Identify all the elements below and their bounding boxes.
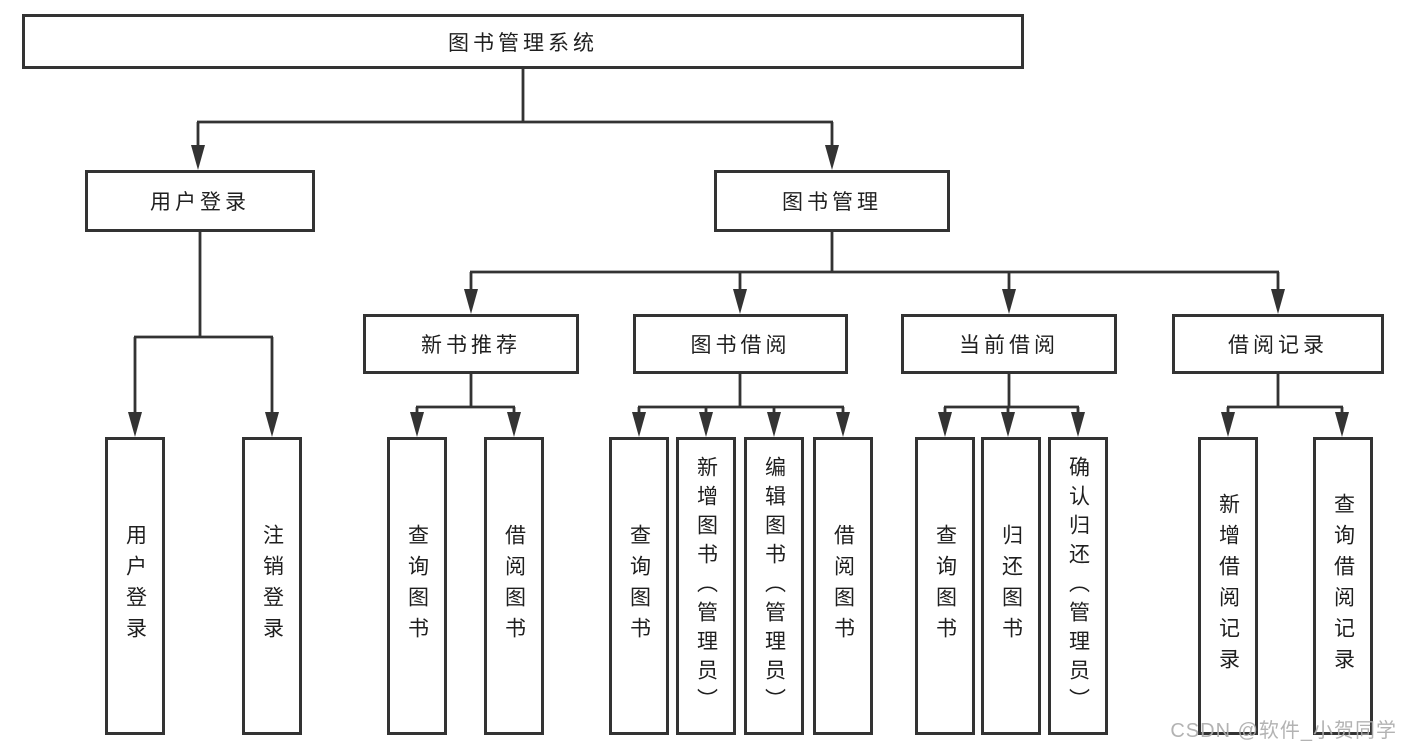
leaf-add-books-admin: 新增图书（管理员）	[676, 437, 736, 735]
node-library-management-system: 图书管理系统	[22, 14, 1024, 69]
leaf-confirm-return-admin: 确认归还（管理员）	[1048, 437, 1108, 735]
arrowheads	[128, 145, 1349, 437]
leaf-query-borrow-record-label: 查询借阅记录	[1331, 493, 1355, 679]
leaf-borrow-books-borrowing: 借阅图书	[813, 437, 873, 735]
leaf-user-login-label: 用户登录	[123, 524, 147, 648]
node-current-borrowing: 当前借阅	[901, 314, 1117, 374]
leaf-add-borrow-record: 新增借阅记录	[1198, 437, 1258, 735]
node-user-login: 用户登录	[85, 170, 315, 232]
leaf-borrow-books-recommendation: 借阅图书	[484, 437, 544, 735]
node-book-management: 图书管理	[714, 170, 950, 232]
node-new-book-recommendation: 新书推荐	[363, 314, 579, 374]
watermark: CSDN @软件_小贺同学	[1170, 720, 1397, 742]
leaf-return-books: 归还图书	[981, 437, 1041, 735]
leaf-query-borrow-record: 查询借阅记录	[1313, 437, 1373, 735]
leaf-query-books-recommendation-label: 查询图书	[405, 524, 429, 648]
leaf-query-books-current: 查询图书	[915, 437, 975, 735]
leaf-query-books-recommendation: 查询图书	[387, 437, 447, 735]
leaf-query-books-current-label: 查询图书	[933, 524, 957, 648]
leaf-edit-books-admin: 编辑图书（管理员）	[744, 437, 804, 735]
node-book-borrowing: 图书借阅	[633, 314, 848, 374]
leaf-add-borrow-record-label: 新增借阅记录	[1216, 493, 1240, 679]
leaf-user-login: 用户登录	[105, 437, 165, 735]
leaf-logout-login-label: 注销登录	[260, 524, 284, 648]
leaf-borrow-books-borrowing-label: 借阅图书	[831, 524, 855, 648]
leaf-confirm-return-admin-label: 确认归还（管理员）	[1066, 455, 1090, 717]
leaf-add-books-admin-label: 新增图书（管理员）	[694, 455, 718, 717]
leaf-query-books-borrowing-label: 查询图书	[627, 524, 651, 648]
leaf-query-books-borrowing: 查询图书	[609, 437, 669, 735]
leaf-logout-login: 注销登录	[242, 437, 302, 735]
node-borrowing-records: 借阅记录	[1172, 314, 1384, 374]
leaf-edit-books-admin-label: 编辑图书（管理员）	[762, 455, 786, 717]
leaf-return-books-label: 归还图书	[999, 524, 1023, 648]
leaf-borrow-books-recommendation-label: 借阅图书	[502, 524, 526, 648]
